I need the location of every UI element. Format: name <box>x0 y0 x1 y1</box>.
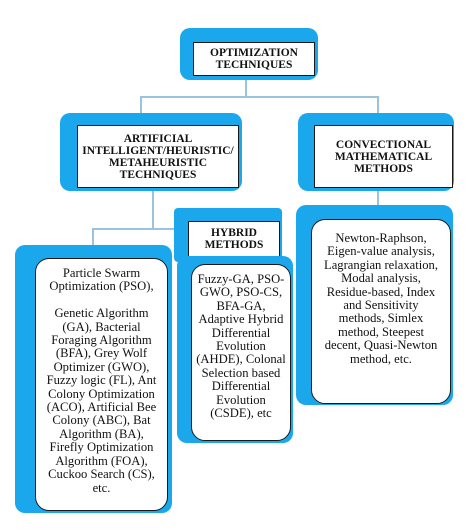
metaheuristic-list-text: Particle Swarm Optimization (PSO), Genet… <box>46 266 157 495</box>
hybrid-list-text: Fuzzy-GA, PSO- GWO, PSO-CS, BFA-GA, Adap… <box>196 272 286 421</box>
connector-left-to-hybrid <box>152 190 154 228</box>
connector-left-sub-left <box>92 228 94 248</box>
right-branch-line-2: MATHEMATICAL <box>334 150 433 163</box>
left-branch-line-1: ARTIFICIAL <box>123 132 193 145</box>
root-title-line-1: OPTIMIZATION <box>210 47 298 59</box>
connector-left-down <box>140 96 142 114</box>
hybrid-header-line-1: HYBRID <box>210 227 257 239</box>
right-branch-node: CONVECTIONAL MATHEMATICAL METHODS <box>314 125 453 188</box>
connector-right-sub <box>377 190 379 208</box>
metaheuristic-list-card: Particle Swarm Optimization (PSO), Genet… <box>35 258 168 511</box>
conventional-list-text: Newton-Raphson, Eigen-value analysis, La… <box>324 231 438 366</box>
hybrid-list-card: Fuzzy-GA, PSO- GWO, PSO-CS, BFA-GA, Adap… <box>191 264 291 441</box>
conventional-list-card: Newton-Raphson, Eigen-value analysis, La… <box>311 219 451 404</box>
connector-left-sub-horizontal <box>92 228 196 230</box>
connector-right-down <box>377 96 379 114</box>
hybrid-header-node: HYBRID METHODS <box>188 221 280 257</box>
right-branch-line-1: CONVECTIONAL <box>335 138 432 151</box>
right-branch-line-3: METHODS <box>354 162 413 175</box>
hybrid-header-line-2: METHODS <box>204 239 264 251</box>
connector-root-down <box>245 79 247 97</box>
left-branch-line-3: METAHEURISTIC <box>108 156 208 169</box>
connector-horizontal <box>140 96 378 98</box>
left-branch-line-4: TECHNIQUES <box>119 168 197 181</box>
root-title-line-2: TECHNIQUES <box>215 59 293 71</box>
root-node: OPTIMIZATION TECHNIQUES <box>193 42 315 76</box>
left-branch-line-2: INTELLIGENT/HEURISTIC/ <box>82 144 234 157</box>
left-branch-node: ARTIFICIAL INTELLIGENT/HEURISTIC/ METAHE… <box>77 125 239 188</box>
